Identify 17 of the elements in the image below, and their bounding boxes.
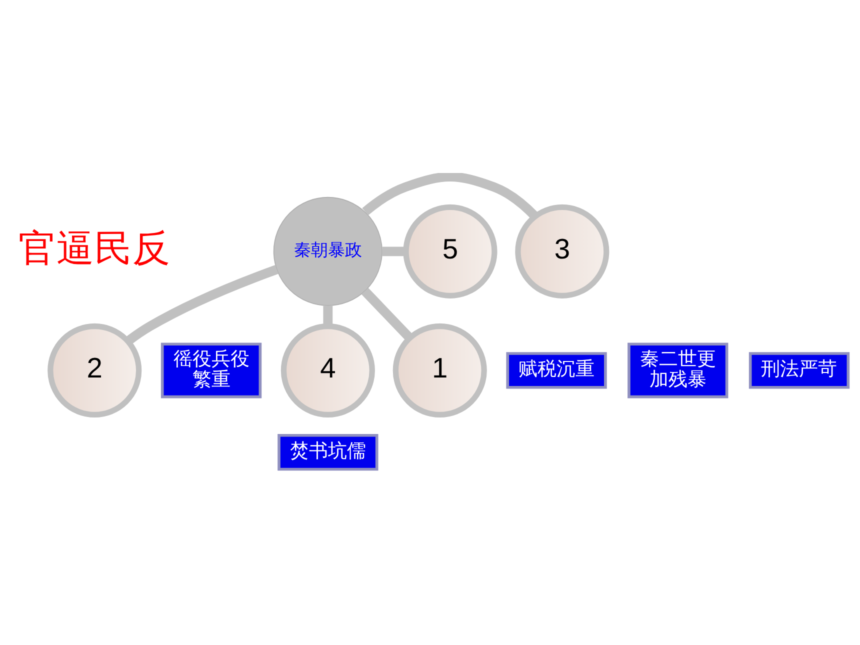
node-box: 赋税沉重 <box>506 352 607 388</box>
connector <box>382 246 406 256</box>
connector <box>323 305 333 326</box>
node-circle: 1 <box>392 322 487 417</box>
node-box: 焚书坑儒 <box>278 433 378 470</box>
connector <box>125 264 278 344</box>
node-circle: 5 <box>403 204 498 298</box>
node-circle: 3 <box>515 204 610 298</box>
node-circle: 4 <box>280 322 375 417</box>
node-box: 刑法严苛 <box>748 352 850 388</box>
connector <box>362 172 538 220</box>
node-box: 秦二世更加残暴 <box>628 342 728 398</box>
label: 官逼民反 <box>18 226 171 268</box>
node-circle: 秦朝暴政 <box>273 196 382 306</box>
node-box: 徭役兵役繁重 <box>160 342 262 398</box>
node-circle: 2 <box>48 322 142 417</box>
connector <box>361 287 414 341</box>
